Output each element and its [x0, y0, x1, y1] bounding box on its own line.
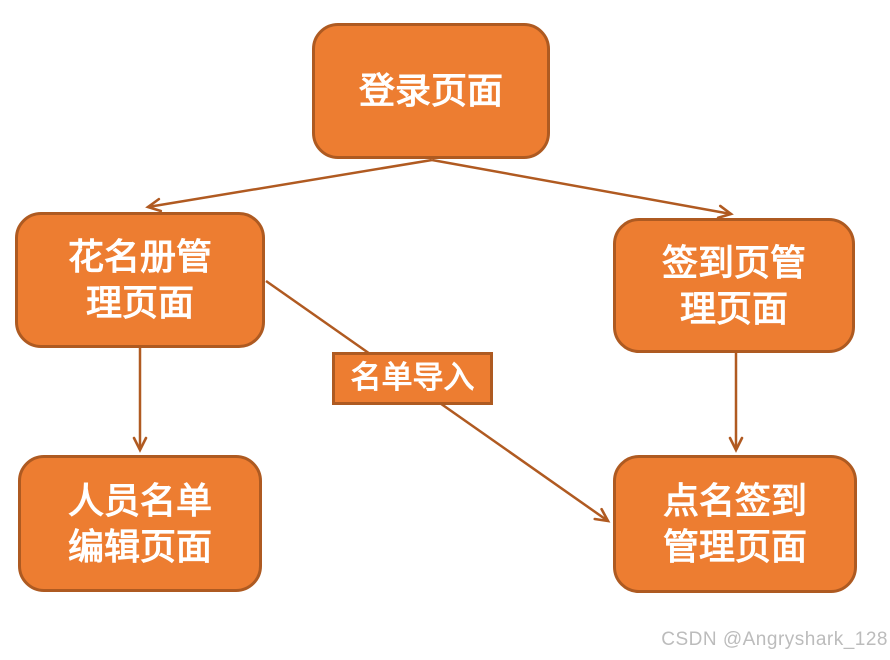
edge-login-signpage: [431, 158, 734, 220]
csdn-watermark: CSDN @Angryshark_128: [661, 629, 888, 650]
edge-label-list-import: 名单导入: [332, 352, 493, 405]
node-signin-page-management-page: 签到页管 理页面: [613, 218, 855, 353]
node-login-page: 登录页面: [312, 23, 550, 159]
node-personnel-list-edit-page: 人员名单 编辑页面: [18, 455, 262, 592]
node-roster-management-page: 花名册管 理页面: [15, 212, 265, 348]
edge-login-roster: [145, 158, 433, 213]
node-rollcall-signin-management-page: 点名签到 管理页面: [613, 455, 857, 593]
